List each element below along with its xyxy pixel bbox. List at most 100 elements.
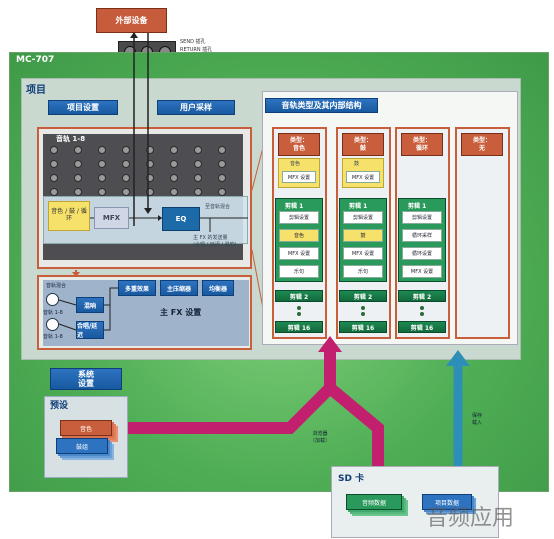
track-type-label[interactable]: 类型： 无 bbox=[461, 133, 503, 156]
track-default-slot: 音色 bbox=[290, 161, 301, 167]
mixer-knob bbox=[170, 174, 178, 182]
preset-area bbox=[44, 396, 128, 478]
system-settings-button[interactable]: 系统 设置 bbox=[50, 368, 122, 390]
mixer-label: 音轨 1-8 bbox=[56, 135, 86, 143]
mixer-knob bbox=[50, 174, 58, 182]
clip-16-button[interactable]: 剪辑 16 bbox=[339, 321, 387, 333]
clip-item-button[interactable]: 乐句 bbox=[343, 265, 383, 278]
clip-2-button[interactable]: 剪辑 2 bbox=[275, 290, 323, 302]
clip-item-button[interactable]: 循环设置 bbox=[402, 247, 442, 260]
mfx-settings-button[interactable]: MFX 设置 bbox=[346, 171, 380, 183]
track-default-slot: 鼓 bbox=[354, 161, 360, 167]
mixer-knob bbox=[50, 188, 58, 196]
mixer-knob bbox=[170, 188, 178, 196]
clip-1-label: 剪辑 1 bbox=[408, 203, 427, 210]
clip-16-button[interactable]: 剪辑 16 bbox=[398, 321, 446, 333]
mixer-knob bbox=[98, 160, 106, 168]
track-types-title: 音轨类型及其内部结构 bbox=[265, 98, 378, 113]
ellipsis-dot bbox=[361, 312, 365, 316]
ellipsis-dot bbox=[361, 306, 365, 310]
mixer-knob bbox=[218, 188, 226, 196]
browser-load-label: 浏览器 （加载） bbox=[310, 431, 331, 444]
clip-item-button[interactable]: MFX 设置 bbox=[402, 265, 442, 278]
preset-label: 预设 bbox=[50, 401, 69, 411]
clip-item-button[interactable]: MFX 设置 bbox=[343, 247, 383, 260]
project-settings-button[interactable]: 项目设置 bbox=[48, 100, 118, 115]
ellipsis-dot bbox=[420, 312, 424, 316]
return-jack-label: RETURN 插孔 bbox=[180, 47, 213, 53]
mfx-settings-button[interactable]: MFX 设置 bbox=[282, 171, 316, 183]
track-type-label[interactable]: 类型： 循环 bbox=[401, 133, 443, 156]
clip-item-button[interactable]: 音色 bbox=[279, 229, 319, 242]
mixer-knob bbox=[74, 174, 82, 182]
mixer-knob bbox=[146, 146, 154, 154]
master-eq-button[interactable]: 均衡器 bbox=[202, 280, 234, 296]
mixer-knob bbox=[122, 174, 130, 182]
mixer-knob bbox=[122, 146, 130, 154]
mixer-knob bbox=[74, 160, 82, 168]
mixer-knob bbox=[170, 160, 178, 168]
mixer-knob bbox=[146, 160, 154, 168]
mixer-knob bbox=[122, 160, 130, 168]
mixer-knob bbox=[122, 188, 130, 196]
sd-card-title: SD 卡 bbox=[338, 474, 365, 484]
track-range-a: 音轨 1-8 bbox=[43, 310, 63, 316]
save-load-label: 保存 载入 bbox=[472, 413, 483, 426]
send-to-main-fx-sub: (合唱 / 延迟 / 混响) bbox=[193, 242, 237, 248]
master-comp-button[interactable]: 主压缩器 bbox=[160, 280, 198, 296]
ellipsis-dot bbox=[297, 312, 301, 316]
mixer-knob bbox=[98, 146, 106, 154]
reverb-button[interactable]: 混响 bbox=[76, 297, 104, 313]
preset-tone-stack: 音色 bbox=[60, 420, 112, 436]
mixer-knob bbox=[218, 174, 226, 182]
main-fx-title: 主 FX 设置 bbox=[160, 308, 202, 317]
user-sample-button[interactable]: 用户采样 bbox=[157, 100, 235, 115]
clip-item-button[interactable]: 剪辑设置 bbox=[402, 211, 442, 224]
track-mix-label: 音轨混合 bbox=[46, 283, 67, 289]
mixer-knob bbox=[194, 146, 202, 154]
clip-item-button[interactable]: 剪辑设置 bbox=[343, 211, 383, 224]
mixer-knob bbox=[218, 146, 226, 154]
track-range-b: 音轨 1-8 bbox=[43, 334, 63, 340]
mixer-knob bbox=[50, 146, 58, 154]
clip-item-button[interactable]: 鼓 bbox=[343, 229, 383, 242]
mixer-knob bbox=[98, 188, 106, 196]
mixer-knob bbox=[218, 160, 226, 168]
mixer-knob bbox=[98, 174, 106, 182]
multi-effect-button[interactable]: 多重效果 bbox=[118, 280, 156, 296]
clip-1-label: 剪辑 1 bbox=[349, 203, 368, 210]
mixer-knob bbox=[74, 188, 82, 196]
clip-16-button[interactable]: 剪辑 16 bbox=[275, 321, 323, 333]
mixer-knob bbox=[146, 188, 154, 196]
mixer-knob bbox=[194, 174, 202, 182]
to-track-mix-label: 至音轨混合 bbox=[205, 204, 231, 210]
track-type-label[interactable]: 类型： 鼓 bbox=[342, 133, 384, 156]
project-title: 项目 bbox=[26, 85, 46, 96]
track-type-label[interactable]: 类型： 音色 bbox=[278, 133, 320, 156]
clip-item-button[interactable]: 剪辑设置 bbox=[279, 211, 319, 224]
project-data-stack: 项目数据 bbox=[422, 494, 472, 510]
send-knob-b bbox=[46, 318, 59, 331]
clip-2-button[interactable]: 剪辑 2 bbox=[398, 290, 446, 302]
clip-item-button[interactable]: MFX 设置 bbox=[279, 247, 319, 260]
mixer-knob bbox=[194, 188, 202, 196]
clip-2-button[interactable]: 剪辑 2 bbox=[339, 290, 387, 302]
mixer-knob bbox=[146, 174, 154, 182]
mfx-block: MFX bbox=[94, 207, 129, 229]
ellipsis-dot bbox=[297, 306, 301, 310]
ellipsis-dot bbox=[420, 306, 424, 310]
preset-kit-stack: 鼓组 bbox=[56, 438, 108, 454]
clip-item-button[interactable]: 乐句 bbox=[279, 265, 319, 278]
watermark: 音频应用 bbox=[426, 506, 515, 531]
clip-1-label: 剪辑 1 bbox=[285, 203, 304, 210]
audio-data-stack: 音频数据 bbox=[346, 494, 402, 510]
send-knob-a bbox=[46, 293, 59, 306]
chorus-delay-button[interactable]: 合唱/延迟 bbox=[76, 321, 104, 339]
tone-drum-loop-block: 音色 / 鼓 / 循环 bbox=[48, 201, 90, 231]
clip-item-button[interactable]: 循环采样 bbox=[402, 229, 442, 242]
mixer-knob bbox=[74, 146, 82, 154]
mixer-knob bbox=[50, 160, 58, 168]
mixer-knob bbox=[194, 160, 202, 168]
send-to-main-fx-label: 主 FX 的发送量 bbox=[193, 235, 228, 241]
